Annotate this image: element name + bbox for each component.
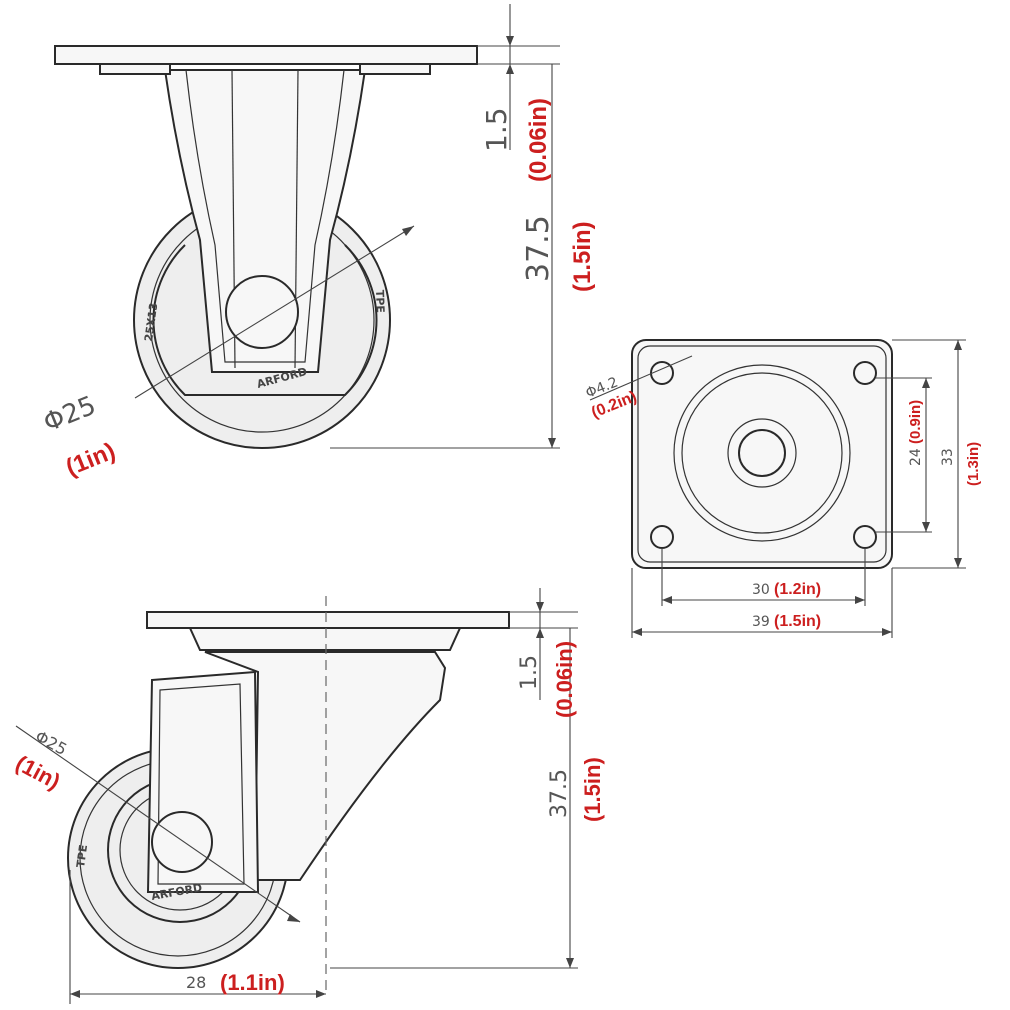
- side-bearing: [188, 627, 462, 651]
- plate-33-mm: 33: [940, 448, 956, 466]
- side-dim-375-a1: [566, 958, 574, 968]
- front-dim-15-arrow2: [506, 64, 514, 74]
- front-375-mm: 37.5: [521, 215, 556, 282]
- plate-dim-39-a1: [632, 628, 642, 636]
- front-axle: [225, 275, 299, 349]
- mount-plate: [631, 339, 893, 569]
- front-view: 25X13 ARFORD TPE Φ25 (1in) 1.5 (0.06in) …: [39, 4, 596, 482]
- front-dim-15-arrow: [506, 36, 514, 46]
- side-top-plate: [146, 611, 510, 629]
- front-dia-arrow: [402, 226, 414, 236]
- side-dia-in: (1in): [12, 750, 65, 794]
- plate-view: Φ4.2 (0.2in) 24 (0.9in) 33 (1.3in) 30 (1…: [584, 339, 982, 638]
- plate-dim-30-a1: [662, 596, 672, 604]
- side-dim-28-a2: [316, 990, 326, 998]
- plate-24-in: (0.9in): [907, 400, 924, 444]
- plate-dim-33-a2: [954, 558, 962, 568]
- side-dim-15-a2: [536, 628, 544, 638]
- side-375-mm: 37.5: [547, 769, 572, 818]
- plate-dim-24-a1: [922, 378, 930, 388]
- front-15-in: (0.06in): [525, 98, 552, 182]
- plate-33-in: (1.3in): [965, 442, 982, 486]
- side-view: TPE ARFORD Φ25 (1in) 1.5 (0.06in) 37.5 (…: [12, 588, 605, 1004]
- front-15-mm: 1.5: [480, 107, 513, 152]
- plate-hole-leader: [589, 355, 693, 401]
- plate-30-in: (1.2in): [774, 581, 821, 598]
- front-dia-mm: Φ25: [39, 391, 100, 439]
- plate-dim-33-a1: [954, 340, 962, 350]
- front-top-plate: [54, 45, 478, 65]
- front-fork-inner: [185, 69, 345, 363]
- side-15-mm: 1.5: [517, 655, 542, 690]
- plate-ring-outer: [673, 364, 851, 542]
- plate-dim-24-a2: [922, 522, 930, 532]
- mount-plate-inner: [637, 345, 887, 563]
- front-print-size: 25X13: [142, 302, 160, 343]
- plate-dim-39-a2: [882, 628, 892, 636]
- front-dim-375-arrow: [548, 438, 556, 448]
- side-axle: [151, 811, 213, 873]
- plate-ring-hub: [727, 418, 797, 488]
- side-dim-15-a1: [536, 602, 544, 612]
- plate-hole-tr: [853, 361, 877, 385]
- plate-ring-hub-inner: [738, 429, 786, 477]
- plate-24-mm: 24: [908, 448, 924, 466]
- plate-dim-30-a2: [855, 596, 865, 604]
- plate-ring-mid: [681, 372, 843, 534]
- side-dia-mm: Φ25: [32, 727, 70, 759]
- front-dia-in: (1in): [62, 438, 119, 482]
- side-15-in: (0.06in): [552, 641, 577, 718]
- front-fork: [163, 69, 367, 373]
- plate-30-mm: 30: [752, 582, 770, 598]
- plate-hole-tl: [650, 361, 674, 385]
- side-375-in: (1.5in): [580, 757, 605, 822]
- plate-39-in: (1.5in): [774, 613, 821, 630]
- side-28-in: (1.1in): [220, 970, 285, 995]
- side-print-material: TPE: [74, 844, 90, 869]
- front-dia-leader: [134, 225, 415, 399]
- front-top-plate-step-r: [359, 63, 431, 75]
- side-dia-arrow: [287, 914, 300, 922]
- front-375-in: (1.5in): [569, 221, 596, 292]
- side-swivel-housing: [204, 651, 447, 881]
- side-dia-leader: [15, 725, 301, 923]
- front-top-plate-step-l: [99, 63, 171, 75]
- front-wheel-inner-ring: [152, 244, 378, 396]
- front-print-material: TPE: [373, 290, 387, 314]
- plate-39-mm: 39: [752, 614, 770, 630]
- side-28-mm: 28: [186, 973, 206, 992]
- side-dim-28-a1: [70, 990, 80, 998]
